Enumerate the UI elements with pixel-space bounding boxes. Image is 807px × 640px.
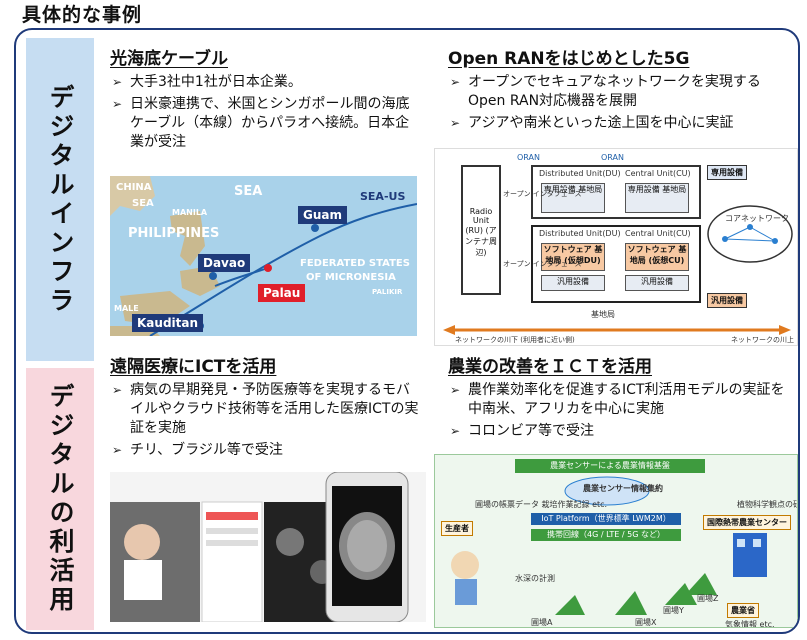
- base-label: 基地局: [591, 310, 615, 319]
- list-item: ➢ 大手3社中1社が日本企業。: [110, 73, 410, 92]
- agri-title: 農業の改善をＩＣＴを活用: [448, 357, 652, 377]
- oran-label: ORAN: [517, 153, 540, 162]
- research-box: 国際熱帯農業センター: [703, 515, 791, 530]
- map-label: CHINA: [116, 182, 152, 193]
- general-badge: 汎用設備: [707, 293, 747, 308]
- ran-diagram: ORAN ORAN Radio Unit (RU) (アンテナ周辺) Distr…: [434, 148, 798, 346]
- list-item: ➢ 日米豪連携で、米国とシンガポール間の海底ケーブル（本線）からパラオへ接続。日本…: [110, 95, 410, 152]
- medical-bullet-text: 病気の早期発見・予防医療等を実現するモバイルやクラウド技術等を活用した医療ICT…: [130, 382, 419, 436]
- ran-bullet-text: オープンでセキュアなネットワークを実現するOpen RAN対応機器を展開: [468, 74, 761, 109]
- cu-general: 汎用設備: [625, 275, 689, 291]
- map-label: FEDERATED STATES: [300, 258, 410, 269]
- medical-block: 遠隔医療にICTを活用 ➢ 病気の早期発見・予防医療等を実現するモバイルやクラウド…: [110, 352, 440, 463]
- agri-bullet-text: コロンビア等で受注: [468, 423, 594, 439]
- ran-title: Open RANをはじめとした5G: [448, 49, 690, 69]
- cu-label: Central Unit(CU): [625, 229, 691, 238]
- du-label: Distributed Unit(DU): [539, 229, 621, 238]
- research-data-note: 植物科学観点の研究データ: [737, 500, 797, 509]
- cu-software: ソフトウェア 基地局 (仮想CU): [625, 243, 689, 271]
- cable-map: CHINA SEA SEA MANILA PHILIPPINES FEDERAT…: [110, 176, 417, 336]
- ministry-box: 農業省: [727, 603, 759, 618]
- oran-label: ORAN: [601, 153, 624, 162]
- water-note: 水深の計測: [515, 574, 555, 583]
- field-label: 圃場X: [635, 618, 657, 627]
- cases-frame: デジタルインフラ デジタルの利活用 光海底ケーブル ➢ 大手3社中1社が日本企業。…: [14, 28, 800, 634]
- medical-title: 遠隔医療にICTを活用: [110, 357, 277, 377]
- section-digital-use-label: デジタルの利活用: [46, 383, 75, 615]
- agri-header: 農業センサーによる農業情報基盤: [515, 459, 705, 473]
- ru-label: Radio Unit (RU) (アンテナ周辺): [465, 207, 497, 257]
- core-network-icon: [707, 205, 793, 263]
- arrow-bullet-icon: ➢: [112, 75, 123, 89]
- list-item: ➢ アジアや南米といった途上国を中心に実証: [448, 114, 793, 133]
- arrow-bullet-icon: ➢: [450, 424, 461, 438]
- map-label: MANILA: [172, 208, 208, 217]
- field-label: 圃場Y: [663, 606, 684, 615]
- place-tag: Kauditan: [132, 314, 204, 332]
- arrow-bullet-icon: ➢: [450, 383, 461, 397]
- agri-diagram: 農業センサーによる農業情報基盤 農業センサー情報集約 IoT Platform（…: [434, 454, 798, 628]
- weather-note: 気象情報 etc.: [725, 620, 775, 628]
- cu-label: Central Unit(CU): [625, 169, 691, 178]
- medical-image: [110, 472, 426, 622]
- ran-block: Open RANをはじめとした5G ➢ オープンでセキュアなネットワークを実現する…: [448, 44, 798, 136]
- place-tag: Palau: [258, 284, 306, 302]
- open-if-label: オープン インタフェース: [503, 260, 582, 268]
- agri-bullet-text: 農作業効率化を促進するICT利活用モデルの実証を中南米、アフリカを中心に実施: [468, 382, 785, 417]
- cloud-label: 農業センサー情報集約: [583, 484, 663, 493]
- du-software: ソフトウェア 基地局 (仮想DU): [541, 243, 605, 271]
- ran-bullet-text: アジアや南米といった途上国を中心に実証: [468, 115, 734, 131]
- list-item: ➢ チリ、ブラジル等で受注: [110, 441, 420, 460]
- cable-bullet-text: 大手3社中1社が日本企業。: [130, 74, 302, 90]
- list-item: ➢ コロンビア等で受注: [448, 422, 793, 441]
- du-general: 汎用設備: [541, 275, 605, 291]
- downstream-label: ネットワークの川下 (利用者に近い側): [455, 336, 575, 344]
- producer-box: 生産者: [441, 521, 473, 536]
- section-digital-infra: デジタルインフラ: [26, 38, 94, 361]
- upstream-label: ネットワークの川上: [731, 336, 794, 344]
- page-title: 具体的な事例: [22, 4, 143, 26]
- list-item: ➢ 農作業効率化を促進するICT利活用モデルの実証を中南米、アフリカを中心に実施: [448, 381, 793, 419]
- list-item: ➢ 病気の早期発見・予防医療等を実現するモバイルやクラウド技術等を活用した医療IC…: [110, 381, 420, 438]
- map-label: SEA: [234, 184, 263, 199]
- arrow-bullet-icon: ➢: [112, 97, 123, 111]
- agri-graphic: [451, 476, 767, 615]
- map-label: MALE: [114, 304, 139, 313]
- place-tag: Davao: [198, 254, 251, 272]
- arrow-bullet-icon: ➢: [112, 383, 123, 397]
- map-label: PHILIPPINES: [128, 226, 220, 241]
- map-label: SEA-US: [360, 190, 406, 203]
- section-digital-infra-label: デジタルインフラ: [46, 83, 75, 316]
- du-dedicated: 専用設備 基地局: [541, 183, 605, 213]
- open-if-label: オープン インタフェース: [503, 190, 582, 198]
- core-label: コアネットワーク: [725, 214, 789, 223]
- cu-dedicated: 専用設備 基地局: [625, 183, 689, 213]
- du-label: Distributed Unit(DU): [539, 169, 621, 178]
- ru-box: Radio Unit (RU) (アンテナ周辺): [461, 165, 501, 295]
- field-label: 圃場A: [531, 618, 553, 627]
- upstream-arrow-icon: [443, 325, 791, 335]
- list-item: ➢ オープンでセキュアなネットワークを実現するOpen RAN対応機器を展開: [448, 73, 793, 111]
- arrow-bullet-icon: ➢: [450, 75, 461, 89]
- arrow-bullet-icon: ➢: [450, 116, 461, 130]
- dedicated-badge: 専用設備: [707, 165, 747, 180]
- map-label: OF MICRONESIA: [306, 272, 396, 283]
- arrow-bullet-icon: ➢: [112, 443, 123, 457]
- place-tag: Guam: [298, 206, 347, 224]
- telemedicine-graphic: [110, 472, 409, 622]
- cable-block: 光海底ケーブル ➢ 大手3社中1社が日本企業。 ➢ 日米豪連携で、米国とシンガポール…: [110, 44, 440, 155]
- map-label: SEA: [132, 198, 154, 209]
- agri-block: 農業の改善をＩＣＴを活用 ➢ 農作業効率化を促進するICT利活用モデルの実証を中南…: [448, 352, 798, 444]
- wireless-bar: 携帯回線（4G / LTE / 5G など）: [531, 529, 681, 541]
- iot-platform: IoT Platform（世界標準 LWM2M）: [531, 513, 681, 525]
- cable-bullet-text: 日米豪連携で、米国とシンガポール間の海底ケーブル（本線）からパラオへ接続。日本企…: [130, 96, 410, 150]
- map-label: PALIKIR: [372, 288, 403, 296]
- medical-bullet-text: チリ、ブラジル等で受注: [130, 442, 283, 458]
- section-digital-use: デジタルの利活用: [26, 368, 94, 630]
- cable-title: 光海底ケーブル: [110, 49, 228, 69]
- field-records-note: 圃場の帳票データ 栽培作業記録 etc.: [475, 500, 608, 509]
- field-label: 圃場Z: [697, 594, 719, 603]
